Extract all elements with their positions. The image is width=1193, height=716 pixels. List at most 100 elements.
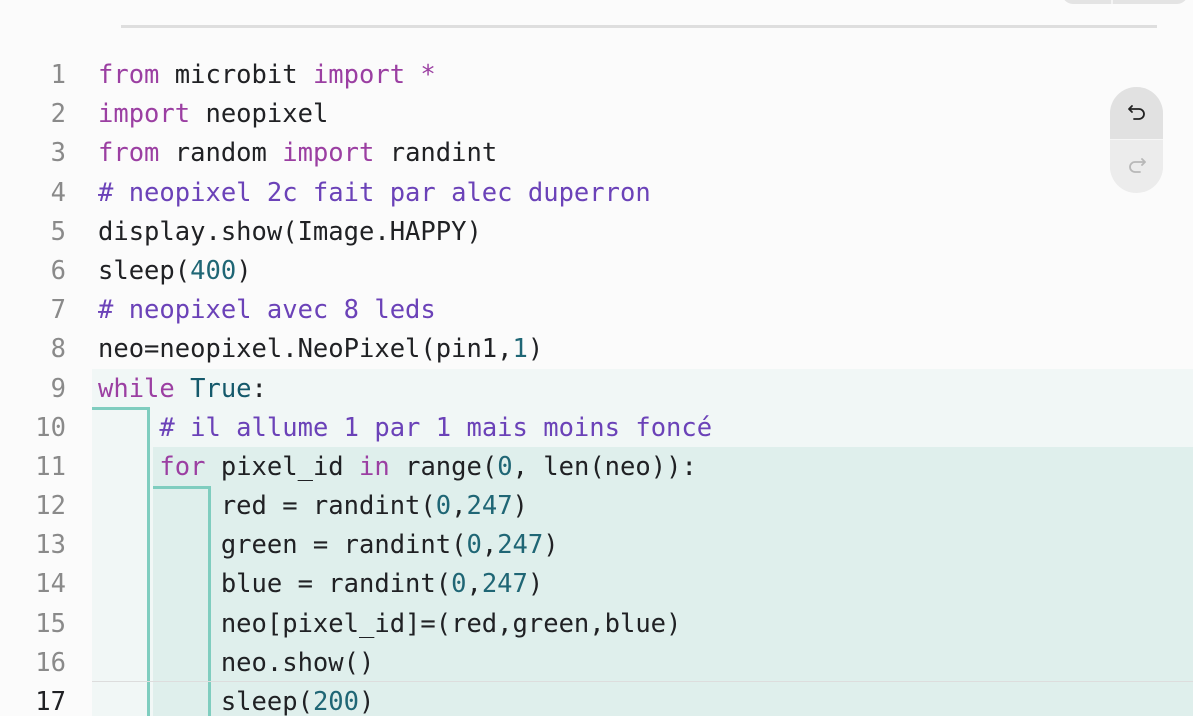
code-token: 400 bbox=[190, 255, 237, 286]
code-text[interactable]: red = randint(0,247) bbox=[98, 487, 528, 526]
code-token: ) bbox=[527, 334, 544, 365]
code-text[interactable]: neo[pixel_id]=(red,green,blue) bbox=[98, 605, 682, 644]
line-number: 7 bbox=[50, 295, 66, 326]
code-line[interactable]: 1 from microbit import * bbox=[0, 56, 1193, 95]
code-text[interactable]: from random import randint bbox=[98, 134, 497, 173]
code-text[interactable]: sleep(200) bbox=[98, 683, 375, 716]
code-line[interactable]: 15 neo[pixel_id]=(red,green,blue) bbox=[0, 605, 1193, 644]
line-number: 2 bbox=[50, 99, 66, 130]
code-token bbox=[98, 413, 159, 443]
for-block-bar-top bbox=[153, 486, 211, 489]
while-block-bar-left bbox=[147, 407, 150, 716]
code-text[interactable]: import neopixel bbox=[98, 95, 328, 134]
while-block-bar-top bbox=[92, 407, 150, 410]
code-line[interactable]: 12 red = randint(0,247) bbox=[0, 487, 1193, 526]
code-token: red = randint( bbox=[98, 491, 436, 522]
undo-button[interactable] bbox=[1110, 87, 1163, 139]
line-number: 1 bbox=[50, 60, 66, 90]
code-token: sleep( bbox=[98, 255, 191, 286]
code-line[interactable]: 14 blue = randint(0,247) bbox=[0, 565, 1193, 604]
line-number: 12 bbox=[35, 491, 66, 522]
code-token: 247 bbox=[466, 491, 513, 522]
code-token: neo[pixel_id]=(red,green,blue) bbox=[98, 608, 682, 639]
code-text[interactable]: # neopixel 2c fait par alec duperron bbox=[98, 174, 651, 213]
code-token: random bbox=[159, 138, 283, 169]
code-line[interactable]: 4 # neopixel 2c fait par alec duperron bbox=[0, 174, 1193, 213]
undo-icon bbox=[1127, 105, 1145, 120]
code-token: neo=neopixel.NeoPixel(pin1, bbox=[98, 334, 513, 365]
code-token: * bbox=[405, 60, 436, 90]
code-text[interactable]: blue = randint(0,247) bbox=[98, 565, 543, 604]
code-text[interactable]: neo=neopixel.NeoPixel(pin1,1) bbox=[98, 330, 543, 369]
code-token: range( bbox=[389, 451, 498, 482]
redo-button[interactable] bbox=[1110, 140, 1163, 192]
code-token: microbit bbox=[159, 60, 313, 90]
line-number: 5 bbox=[50, 216, 66, 247]
code-token: randint bbox=[374, 138, 498, 169]
code-line[interactable]: 11 for pixel_id in range(0, len(neo)): bbox=[0, 448, 1193, 487]
line-number: 4 bbox=[50, 177, 66, 208]
code-token: ) bbox=[359, 687, 375, 716]
code-token: sleep( bbox=[98, 687, 313, 716]
code-token: neopixel bbox=[190, 99, 329, 130]
code-token: green = randint( bbox=[98, 530, 467, 561]
line-number: 14 bbox=[35, 569, 66, 600]
code-line[interactable]: 16 neo.show() bbox=[0, 644, 1193, 683]
code-token: from bbox=[98, 138, 160, 169]
code-line[interactable]: 8 neo=neopixel.NeoPixel(pin1,1) bbox=[0, 330, 1193, 369]
code-line[interactable]: 17 sleep(200) bbox=[0, 683, 1193, 716]
code-token: 0 bbox=[435, 491, 452, 522]
line-number: 8 bbox=[50, 334, 66, 365]
code-token: : bbox=[251, 373, 267, 404]
line-number: 15 bbox=[35, 608, 66, 639]
code-token: blue = randint( bbox=[98, 569, 452, 600]
line-number: 3 bbox=[50, 138, 66, 169]
code-line[interactable]: 2 import neopixel bbox=[0, 95, 1193, 134]
current-line-marker bbox=[92, 681, 1193, 682]
code-line[interactable]: 13 green = randint(0,247) bbox=[0, 526, 1193, 565]
code-token: import bbox=[282, 138, 375, 169]
line-number: 11 bbox=[35, 451, 66, 482]
code-line[interactable]: 7 # neopixel avec 8 leds bbox=[0, 291, 1193, 330]
code-token: neo.show() bbox=[98, 647, 375, 678]
code-token: , len(neo)): bbox=[512, 451, 697, 482]
redo-icon bbox=[1128, 158, 1146, 173]
line-number: 10 bbox=[35, 412, 66, 443]
code-text[interactable]: from microbit import * bbox=[98, 56, 436, 95]
code-token: True bbox=[190, 373, 252, 404]
undo-redo-group bbox=[1110, 87, 1163, 193]
code-token: ) bbox=[512, 491, 528, 522]
code-text[interactable]: # il allume 1 par 1 mais moins foncé bbox=[98, 409, 712, 448]
code-text[interactable]: sleep(400) bbox=[98, 252, 252, 291]
code-token: display.show(Image.HAPPY) bbox=[98, 216, 482, 247]
code-token: 0 bbox=[466, 530, 482, 561]
code-text[interactable]: for pixel_id in range(0, len(neo)): bbox=[98, 448, 697, 487]
code-token: 0 bbox=[451, 569, 467, 600]
top-toolbar-pill bbox=[1062, 0, 1188, 4]
line-number: 13 bbox=[35, 530, 66, 561]
code-text[interactable]: display.show(Image.HAPPY) bbox=[98, 213, 482, 252]
code-token: from bbox=[98, 60, 160, 90]
code-token: , bbox=[451, 491, 467, 522]
code-token: in bbox=[359, 451, 390, 482]
code-text[interactable]: green = randint(0,247) bbox=[98, 526, 559, 565]
code-text[interactable]: # neopixel avec 8 leds bbox=[98, 291, 436, 330]
code-token: for bbox=[159, 451, 206, 482]
code-line[interactable]: 10 # il allume 1 par 1 mais moins foncé bbox=[0, 409, 1193, 448]
code-token: 1 bbox=[512, 334, 528, 365]
code-token: pixel_id bbox=[205, 451, 360, 482]
code-token: , bbox=[466, 569, 482, 600]
code-text[interactable]: neo.show() bbox=[98, 644, 375, 683]
code-token: import bbox=[312, 60, 406, 90]
code-line[interactable]: 5 display.show(Image.HAPPY) bbox=[0, 213, 1193, 252]
code-line[interactable]: 3 from random import randint bbox=[0, 134, 1193, 173]
code-token: ) bbox=[543, 530, 559, 561]
code-token: # neopixel 2c fait par alec duperron bbox=[98, 177, 651, 208]
code-text[interactable]: while True: bbox=[98, 370, 267, 409]
code-token bbox=[98, 452, 159, 482]
code-token: ) bbox=[527, 569, 544, 600]
